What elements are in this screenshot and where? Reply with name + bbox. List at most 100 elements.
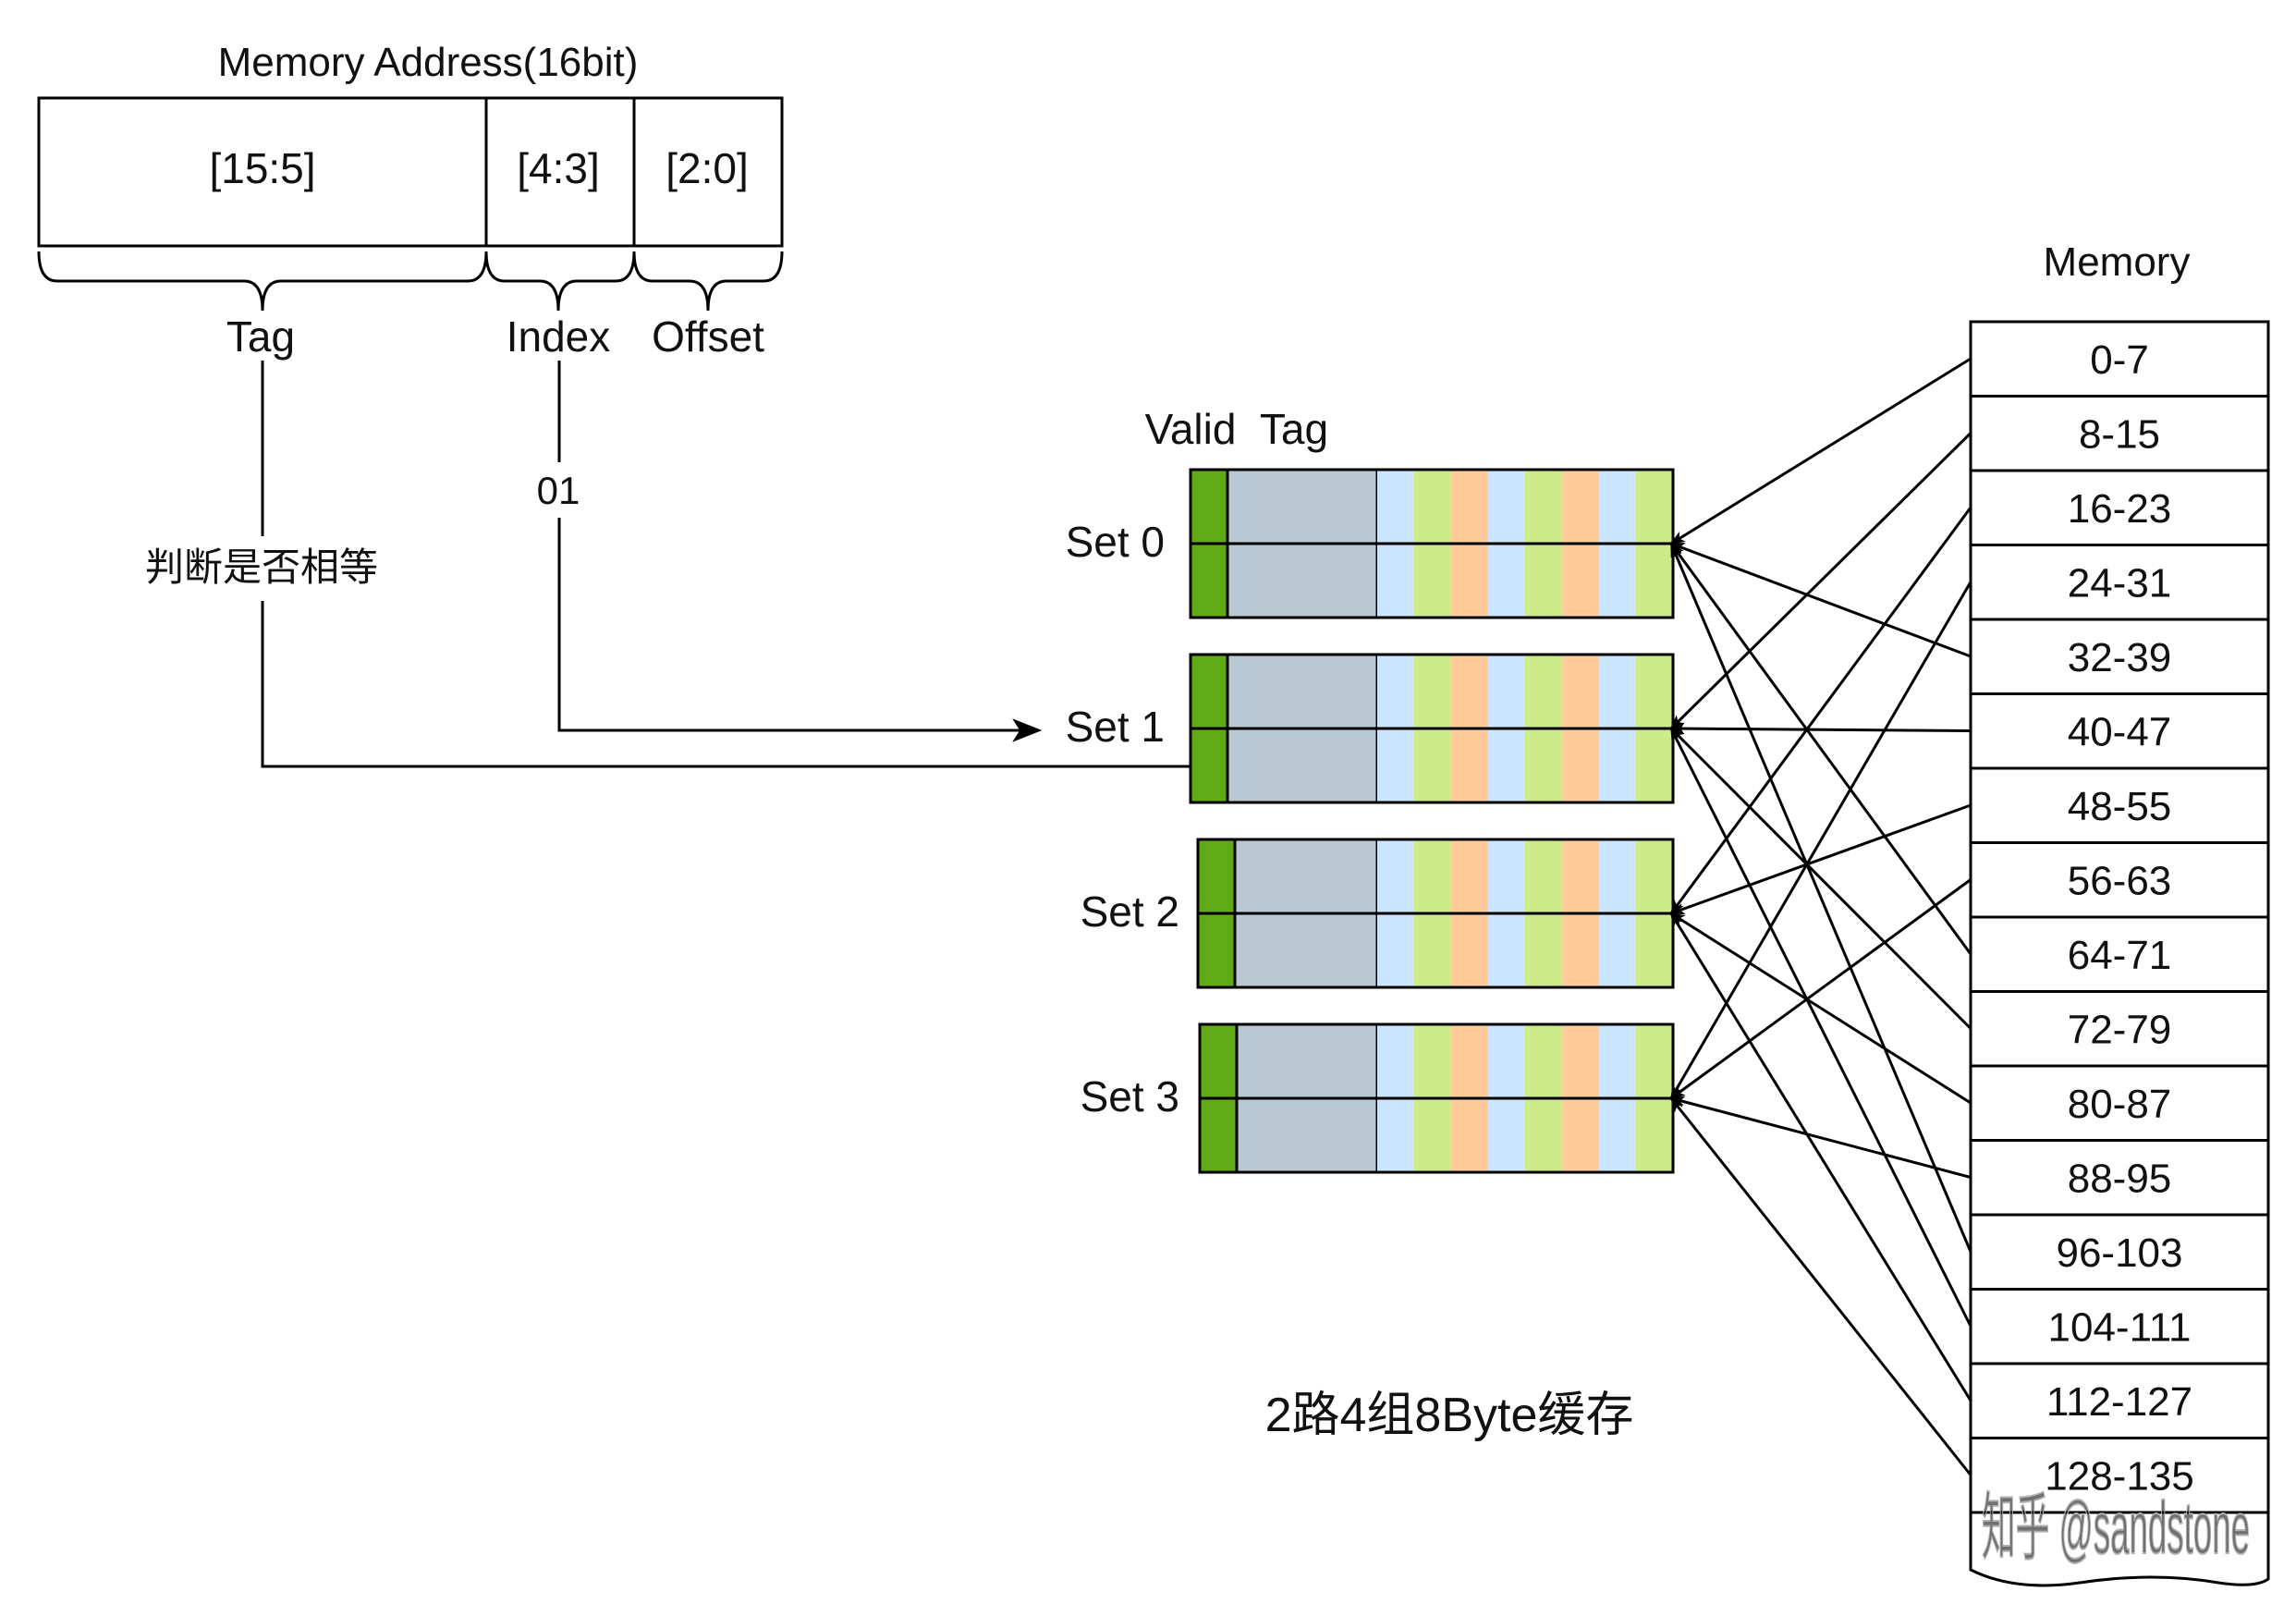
watermark: 知乎 @sandstone xyxy=(1982,1487,2250,1569)
data-byte-cell xyxy=(1636,728,1673,802)
valid-bit-cell xyxy=(1189,468,1229,545)
data-byte-cell xyxy=(1599,1098,1636,1172)
data-byte-cell xyxy=(1377,913,1414,987)
tag-cell xyxy=(1233,838,1379,915)
memory-block-label: 88-95 xyxy=(2068,1157,2172,1202)
valid-bit-cell xyxy=(1189,542,1229,619)
tag-cell xyxy=(1233,912,1379,989)
tag-brace-label: Tag xyxy=(226,312,295,361)
data-byte-cell xyxy=(1488,728,1525,802)
data-byte-cell xyxy=(1562,470,1599,544)
data-byte-cell xyxy=(1636,839,1673,913)
memory-block xyxy=(1969,766,2270,844)
memory-block-label: 112-127 xyxy=(2046,1379,2192,1425)
memory-block-label: 64-71 xyxy=(2068,933,2172,978)
data-byte-cell xyxy=(1599,544,1636,618)
data-byte-cell xyxy=(1451,655,1488,728)
mapping-arrow xyxy=(1669,1096,1972,1476)
data-byte-cell xyxy=(1525,913,1562,987)
memory-block-label: 32-39 xyxy=(2068,635,2172,680)
valid-bit-cell xyxy=(1196,912,1237,989)
memory-block xyxy=(1969,1437,2270,1514)
data-byte-cell xyxy=(1377,1024,1414,1098)
mapping-arrow xyxy=(1669,912,1972,1402)
address-field-tag xyxy=(37,96,488,248)
memory-block xyxy=(1969,1213,2270,1291)
memory-block-label: 128-135 xyxy=(2045,1454,2193,1500)
valid-bit-cell xyxy=(1189,727,1229,804)
data-byte-cell xyxy=(1525,470,1562,544)
memory-bottom-edge xyxy=(1969,1507,2270,1587)
data-byte-cell xyxy=(1377,470,1414,544)
data-byte-cell xyxy=(1599,655,1636,728)
data-byte-cell xyxy=(1451,1024,1488,1098)
data-byte-cell xyxy=(1636,655,1673,728)
mapping-arrow xyxy=(1669,878,1972,1100)
data-byte-cell xyxy=(1414,728,1451,802)
memory: Memory 0-78-1516-2324-3132-3940-4748-555… xyxy=(1969,239,2270,1587)
data-byte-cell xyxy=(1525,839,1562,913)
data-byte-cell xyxy=(1636,1098,1673,1172)
data-byte-cell xyxy=(1562,839,1599,913)
data-byte-cell xyxy=(1488,655,1525,728)
data-byte-cell xyxy=(1451,544,1488,618)
memory-block-label: 80-87 xyxy=(2068,1082,2172,1127)
memory-block xyxy=(1969,841,2270,919)
data-byte-cell xyxy=(1562,544,1599,618)
memory-block-label: 40-47 xyxy=(2068,710,2172,755)
tag-cell xyxy=(1235,1096,1379,1174)
memory-title: Memory xyxy=(2044,239,2191,285)
data-byte-cell xyxy=(1414,470,1451,544)
cache-set-label: Set 3 xyxy=(1081,1072,1179,1120)
cache-set-1: Set 1 xyxy=(1066,653,1675,804)
data-byte-cell xyxy=(1377,544,1414,618)
offset-brace-label: Offset xyxy=(652,312,764,361)
data-byte-cell xyxy=(1488,1098,1525,1172)
memory-block-label: 72-79 xyxy=(2068,1008,2172,1053)
mapping-arrow xyxy=(1669,581,1972,1100)
mapping-arrow xyxy=(1669,912,1972,1105)
memory-block-label: 0-7 xyxy=(2090,337,2149,383)
data-byte-cell xyxy=(1562,913,1599,987)
tag-cell xyxy=(1235,1022,1379,1100)
data-byte-cell xyxy=(1599,839,1636,913)
data-byte-cell xyxy=(1562,1098,1599,1172)
cache-set-3: Set 3 xyxy=(1081,1022,1675,1174)
memory-block-label: 8-15 xyxy=(2079,412,2160,458)
address-field-index-label: [4:3] xyxy=(517,144,600,192)
memory-block xyxy=(1969,1064,2270,1142)
data-byte-cell xyxy=(1488,913,1525,987)
mapping-arrow xyxy=(1669,542,1972,658)
index-brace xyxy=(484,251,636,312)
index-connector xyxy=(557,361,1043,742)
offset-brace xyxy=(632,251,784,312)
index-brace-label: Index xyxy=(507,312,611,361)
mapping-arrow xyxy=(1669,507,1972,915)
mapping-arrow xyxy=(1669,727,1972,1328)
tag-connector xyxy=(261,361,1227,778)
data-byte-cell xyxy=(1599,1024,1636,1098)
data-byte-cell xyxy=(1525,1024,1562,1098)
mapping-arrow xyxy=(1669,1096,1972,1179)
memory-block xyxy=(1969,320,2270,398)
data-byte-cell xyxy=(1562,1024,1599,1098)
data-byte-cell xyxy=(1636,544,1673,618)
data-byte-cell xyxy=(1414,839,1451,913)
memory-block-label: 104-111 xyxy=(2048,1305,2192,1351)
data-byte-cell xyxy=(1599,728,1636,802)
cache-set-2: Set 2 xyxy=(1081,838,1675,989)
data-byte-cell xyxy=(1636,470,1673,544)
data-byte-cell xyxy=(1451,839,1488,913)
valid-bit-cell xyxy=(1198,1022,1239,1100)
mapping-arrow xyxy=(1669,542,1972,955)
mapping-arrow xyxy=(1669,722,1972,735)
compare-label: 判断是否相等 xyxy=(145,545,378,589)
data-byte-cell xyxy=(1451,913,1488,987)
memory-block-label: 56-63 xyxy=(2068,859,2172,904)
address-title: Memory Address(16bit) xyxy=(218,40,639,85)
data-byte-cell xyxy=(1525,544,1562,618)
memory-block xyxy=(1969,692,2270,770)
memory-block xyxy=(1969,544,2270,621)
